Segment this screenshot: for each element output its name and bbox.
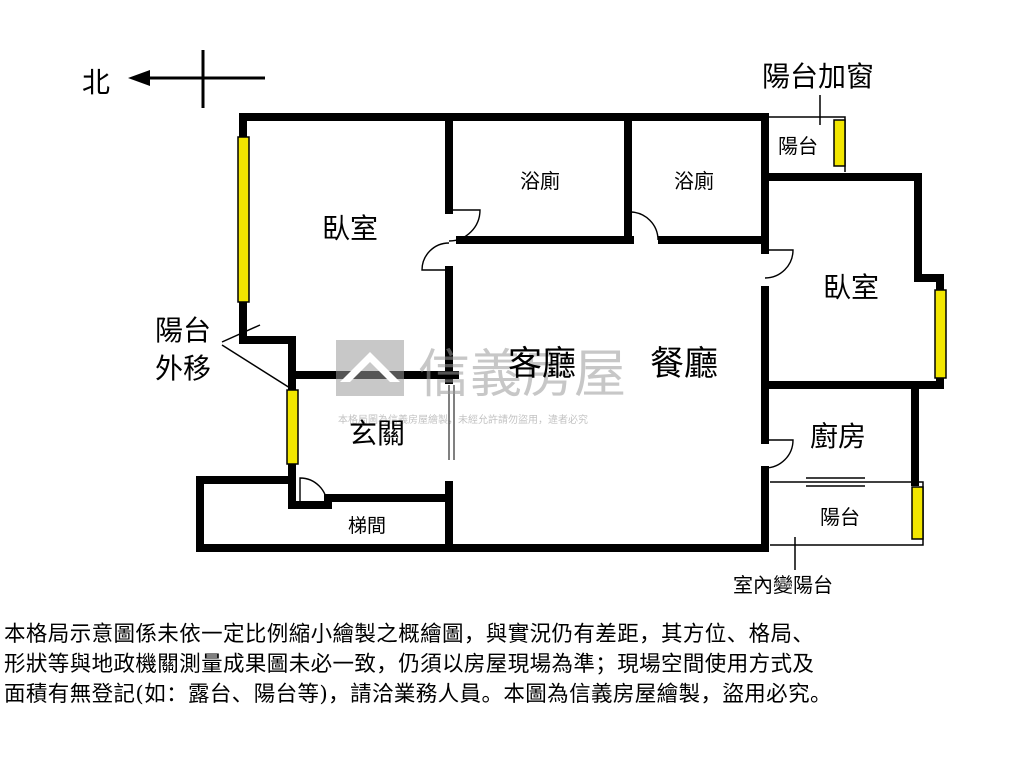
disclaimer: 本格局示意圖係未依一定比例縮小繪製之概繪圖，與實況仍有差距，其方位、格局、 形狀… <box>0 620 1024 710</box>
balcony-outlines <box>448 116 924 546</box>
brand-logo-icon <box>336 340 404 396</box>
room-bath-1: 浴廁 <box>520 169 560 193</box>
leader-lines <box>221 95 821 570</box>
north-arrow-icon <box>128 50 265 108</box>
disclaimer-line-3: 面積有無登記(如：露台、陽台等)，請洽業務人員。本圖為信義房屋繪製，盜用必究。 <box>4 682 832 707</box>
note-indoor-to-balcony: 室內變陽台 <box>733 573 833 597</box>
room-bath-2: 浴廁 <box>674 169 714 193</box>
walls <box>196 113 944 552</box>
north-label: 北 <box>82 66 110 99</box>
room-dining: 餐廳 <box>650 344 718 384</box>
room-bedroom-right: 臥室 <box>823 271 879 304</box>
watermark-notice: 本格局圖為信義房屋繪製，未經允許請勿盜用，違者必究 <box>338 413 588 426</box>
windows <box>237 119 947 540</box>
floor-plan: 北 <box>82 50 947 597</box>
note-balcony-shift-2: 外移 <box>155 352 211 385</box>
note-balcony-window: 陽台加窗 <box>762 60 874 93</box>
room-kitchen: 廚房 <box>810 420 866 453</box>
room-balcony-bottom: 陽台 <box>820 505 860 529</box>
room-balcony-top: 陽台 <box>778 134 818 158</box>
watermark-brand: 信義房屋 <box>418 345 626 405</box>
disclaimer-line-1: 本格局示意圖係未依一定比例縮小繪製之概繪圖，與實況仍有差距，其方位、格局、 <box>4 622 815 647</box>
door-swings <box>299 209 794 506</box>
room-entrance: 玄關 <box>349 417 405 450</box>
room-bedroom-left: 臥室 <box>322 212 378 245</box>
room-living: 客廳 <box>508 344 576 384</box>
room-stair: 梯間 <box>348 515 386 537</box>
note-balcony-shift-1: 陽台 <box>155 314 211 347</box>
watermark: 信義房屋 本格局圖為信義房屋繪製，未經允許請勿盜用，違者必究 <box>336 340 626 426</box>
disclaimer-line-2: 形狀等與地政機關測量成果圖未必一致，仍須以房屋現場為準；現場空間使用方式及 <box>4 652 815 677</box>
